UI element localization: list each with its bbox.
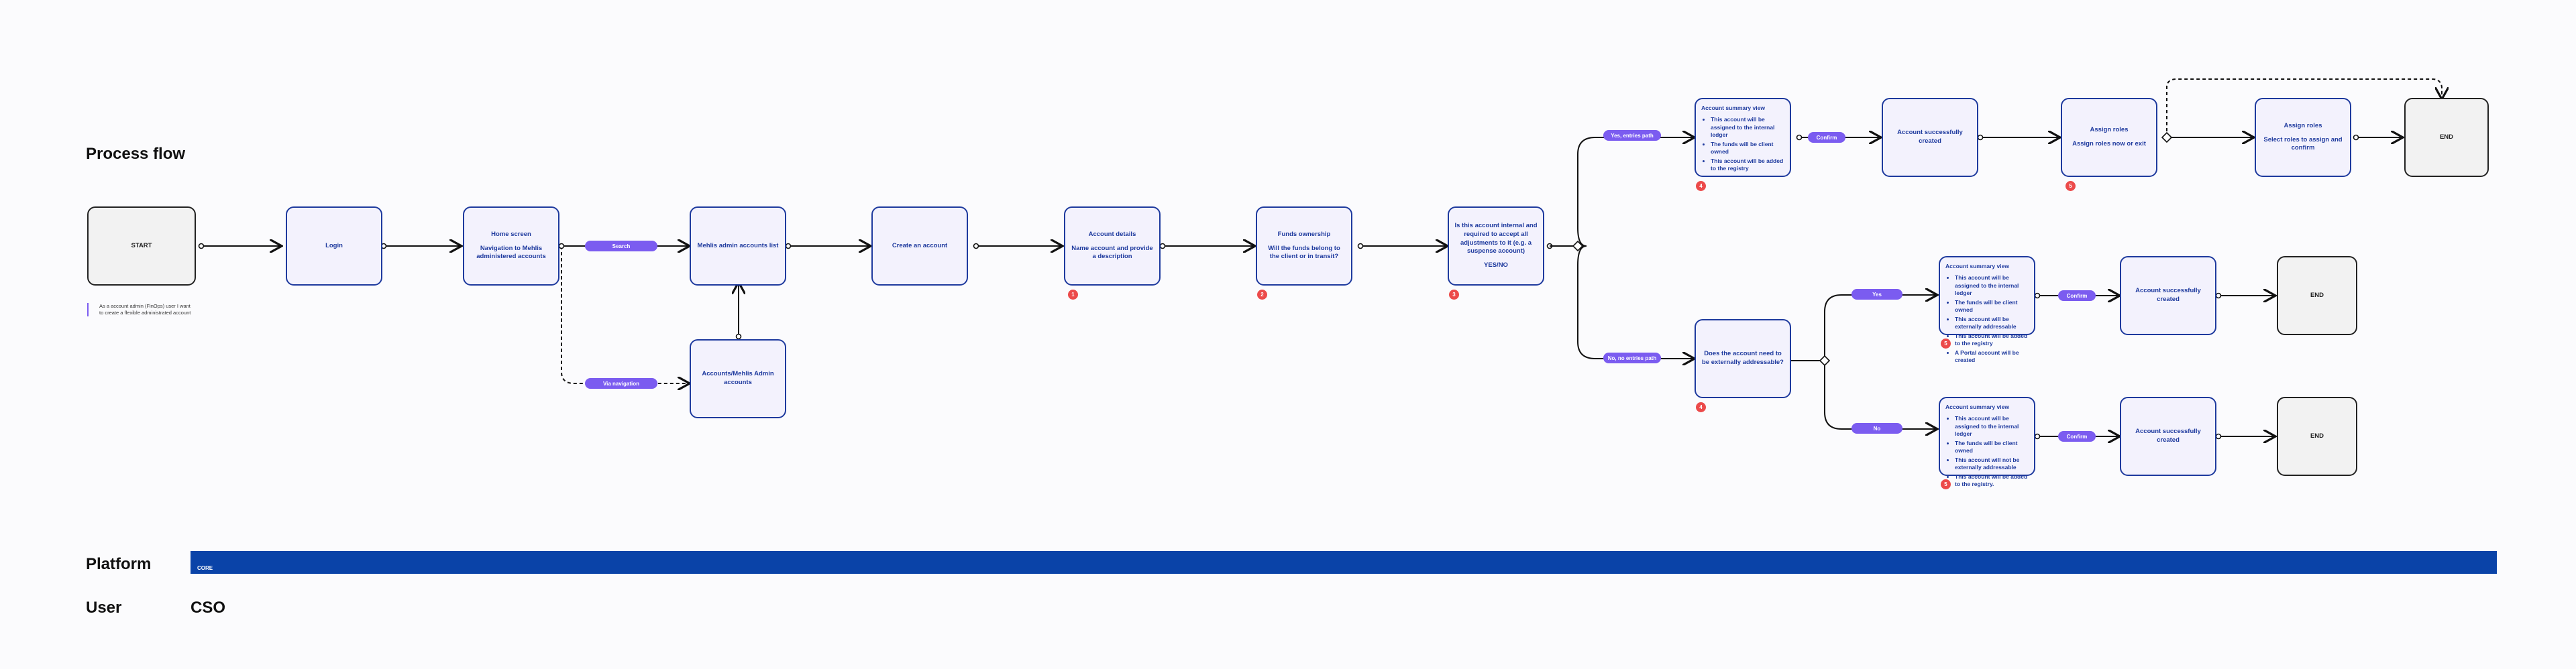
step-badge: 4	[1696, 181, 1706, 191]
end-bot-node[interactable]: END	[2277, 397, 2357, 476]
step-badge: 5	[1941, 339, 1951, 349]
assign-roles-1-node[interactable]: Assign roles Assign roles now or exit	[2061, 98, 2157, 177]
process-flow-heading: Process flow	[86, 145, 186, 163]
end-top-label: END	[2439, 133, 2454, 141]
user-heading: User	[86, 599, 122, 617]
summary-top-title: Account summary view	[1701, 105, 1765, 111]
assign-roles-2-sub: Select roles to assign and confirm	[2263, 135, 2343, 152]
start-node[interactable]: START	[87, 206, 196, 286]
step-badge: 5	[1941, 479, 1951, 489]
assign-roles-2-node[interactable]: Assign roles Select roles to assign and …	[2255, 98, 2351, 177]
account-details-sub: Name account and provide a description	[1071, 244, 1153, 261]
summary-top-node[interactable]: Account summary view This account will b…	[1695, 98, 1791, 177]
step-badge: 2	[1257, 290, 1267, 300]
no-entries-pill[interactable]: No, no entries path	[1603, 353, 1661, 363]
confirm-top-pill[interactable]: Confirm	[1808, 132, 1845, 143]
user-story-note: As a account admin (FinOps) user I want …	[87, 303, 193, 316]
summary-bot-title: Account summary view	[1945, 404, 2009, 410]
start-label: START	[131, 241, 152, 249]
confirm-mid-pill[interactable]: Confirm	[2058, 290, 2096, 301]
account-details-node[interactable]: Account details Name account and provide…	[1064, 206, 1161, 286]
created-bot-node[interactable]: Account successfully created	[2120, 397, 2216, 476]
platform-bar: CORE	[191, 551, 2497, 574]
funds-ownership-sub: Will the funds belong to the client or i…	[1268, 244, 1340, 261]
user-value: CSO	[191, 599, 226, 617]
summary-mid-item: This account will be assigned to the int…	[1955, 274, 2029, 297]
summary-bot-item: The funds will be client owned	[1955, 440, 2029, 455]
summary-top-item: This account will be added to the regist…	[1711, 158, 1784, 173]
assign-roles-2-title: Assign roles	[2284, 121, 2322, 129]
end-top-node[interactable]: END	[2404, 98, 2489, 177]
step-badge: 5	[2065, 181, 2076, 191]
summary-top-list: This account will be assigned to the int…	[1701, 116, 1784, 174]
summary-bot-item: This account will be added to the regist…	[1955, 473, 2029, 489]
funds-ownership-title: Funds ownership	[1277, 230, 1331, 238]
search-pill[interactable]: Search	[585, 241, 657, 251]
summary-mid-list: This account will be assigned to the int…	[1945, 274, 2029, 365]
create-account-node[interactable]: Create an account	[871, 206, 968, 286]
created-mid-label: Account successfully created	[2135, 287, 2201, 303]
confirm-bot-pill[interactable]: Confirm	[2058, 431, 2096, 442]
end-bot-label: END	[2310, 432, 2324, 440]
no-pill[interactable]: No	[1851, 423, 1902, 434]
assign-roles-1-title: Assign roles	[2090, 126, 2129, 134]
summary-bot-node[interactable]: Account summary view This account will b…	[1939, 397, 2035, 487]
summary-mid-item: This account will be externally addressa…	[1955, 316, 2029, 331]
via-navigation-pill[interactable]: Via navigation	[585, 378, 657, 389]
platform-heading: Platform	[86, 555, 152, 573]
accounts-admin-node[interactable]: Accounts/Mehlis Admin accounts	[690, 339, 786, 418]
accounts-admin-label: Accounts/Mehlis Admin accounts	[702, 370, 774, 386]
step-badge: 4	[1696, 402, 1706, 412]
platform-bar-label: CORE	[197, 565, 213, 571]
internal-account-title: Is this account internal and required to…	[1454, 221, 1538, 255]
external-question-label: Does the account need to be externally a…	[1702, 350, 1784, 366]
step-badge: 1	[1068, 290, 1078, 300]
home-screen-node[interactable]: Home screen Navigation to Mehlis adminis…	[463, 206, 559, 286]
external-question-node[interactable]: Does the account need to be externally a…	[1695, 319, 1791, 398]
created-bot-label: Account successfully created	[2135, 428, 2201, 444]
home-screen-title: Home screen	[491, 230, 531, 238]
summary-bot-item: This account will not be externally addr…	[1955, 457, 2029, 472]
step-badge: 3	[1449, 290, 1459, 300]
summary-bot-list: This account will be assigned to the int…	[1945, 415, 2029, 489]
summary-mid-item: This account will be added to the regist…	[1955, 332, 2029, 348]
internal-account-sub: YES/NO	[1484, 261, 1508, 269]
summary-top-item: The funds will be client owned	[1711, 141, 1784, 156]
summary-mid-item: The funds will be client owned	[1955, 299, 2029, 314]
summary-mid-node[interactable]: Account summary view This account will b…	[1939, 256, 2035, 363]
summary-bot-item: This account will be assigned to the int…	[1955, 415, 2029, 438]
account-details-title: Account details	[1088, 230, 1136, 238]
internal-account-node[interactable]: Is this account internal and required to…	[1448, 206, 1544, 286]
create-account-label: Create an account	[892, 241, 948, 249]
created-top-node[interactable]: Account successfully created	[1882, 98, 1978, 177]
summary-top-item: This account will be assigned to the int…	[1711, 116, 1784, 139]
home-screen-sub: Navigation to Mehlis administered accoun…	[476, 244, 546, 261]
funds-ownership-node[interactable]: Funds ownership Will the funds belong to…	[1256, 206, 1352, 286]
end-mid-label: END	[2310, 291, 2324, 299]
yes-pill[interactable]: Yes	[1851, 289, 1902, 300]
summary-mid-title: Account summary view	[1945, 263, 2009, 269]
created-top-label: Account successfully created	[1897, 129, 1963, 145]
admin-accounts-list-label: Mehlis admin accounts list	[697, 241, 779, 249]
summary-mid-item: A Portal account will be created	[1955, 349, 2029, 365]
yes-entries-pill[interactable]: Yes, entries path	[1603, 130, 1661, 141]
assign-roles-1-sub: Assign roles now or exit	[2072, 140, 2146, 147]
end-mid-node[interactable]: END	[2277, 256, 2357, 335]
created-mid-node[interactable]: Account successfully created	[2120, 256, 2216, 335]
login-label: Login	[325, 241, 343, 249]
login-node[interactable]: Login	[286, 206, 382, 286]
admin-accounts-list-node[interactable]: Mehlis admin accounts list	[690, 206, 786, 286]
